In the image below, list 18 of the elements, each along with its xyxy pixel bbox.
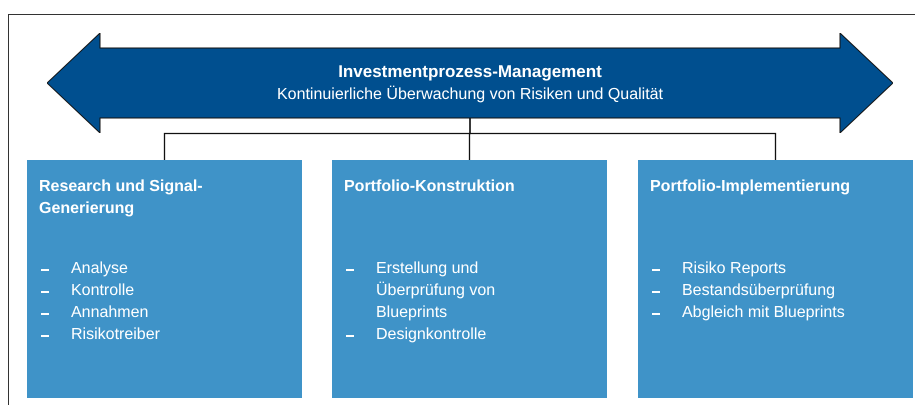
list-item: Designkontrolle (344, 324, 547, 346)
list-item: Risiko Reports (650, 258, 853, 280)
list-item: Bestandsüberprüfung (650, 280, 853, 302)
box-heading: Portfolio-Konstruktion (344, 177, 516, 197)
list-item: Risikotreiber (39, 324, 242, 346)
box-heading: Portfolio-Implementierung (650, 177, 851, 197)
band-heading: Investmentprozess-Management (338, 61, 602, 83)
list-item: Analyse (39, 258, 242, 280)
list-item: Kontrolle (39, 280, 242, 302)
band-subtitle: Kontinuierliche Überwachung von Risiken und Qualität (277, 84, 663, 105)
process-box (638, 160, 913, 398)
list-item: Annahmen (39, 302, 242, 324)
process-box (27, 160, 302, 398)
connector-line (469, 118, 776, 160)
box-heading: Research und Signal-Generierung (39, 177, 204, 219)
list-item: Abgleich mit Blueprints (650, 302, 853, 324)
list-item: Erstellung und Überprüfung von Blueprints (344, 258, 547, 324)
process-box (332, 160, 607, 398)
